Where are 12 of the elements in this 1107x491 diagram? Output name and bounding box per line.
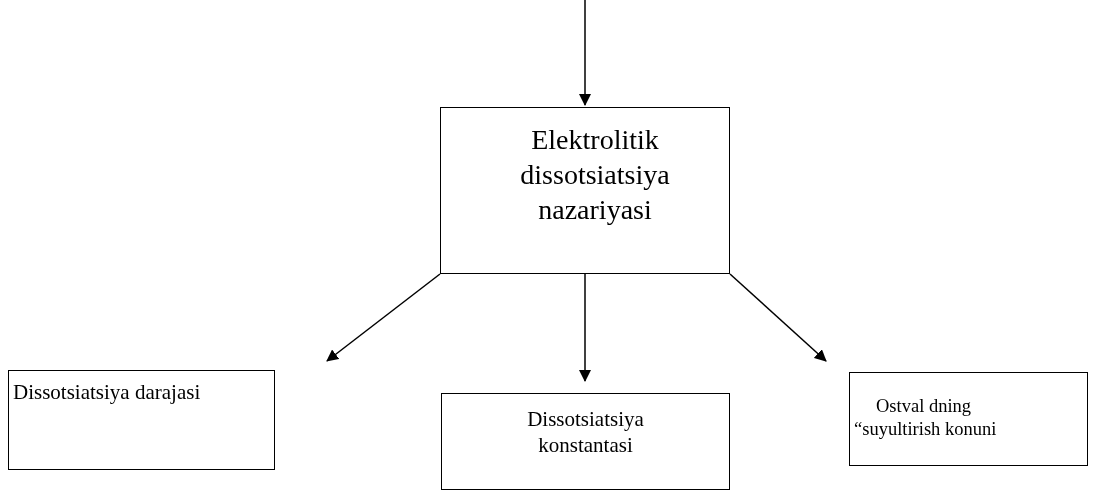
arrow (579, 0, 591, 106)
box-label: Elektrolitik dissotsiatsiya nazariyasi (519, 123, 671, 227)
process-box (440, 107, 730, 274)
arrow (326, 273, 441, 362)
process-box (441, 393, 730, 490)
process-box (849, 372, 1088, 466)
process-box (8, 370, 275, 470)
arrow (579, 273, 591, 382)
box-label: Ostval dning “suyultirish konuni (854, 395, 998, 442)
box-label: Dissotsiatsiya darajasi (13, 379, 202, 406)
arrow (729, 273, 827, 362)
box-label: Dissotsiatsiya konstantasi (526, 406, 645, 459)
